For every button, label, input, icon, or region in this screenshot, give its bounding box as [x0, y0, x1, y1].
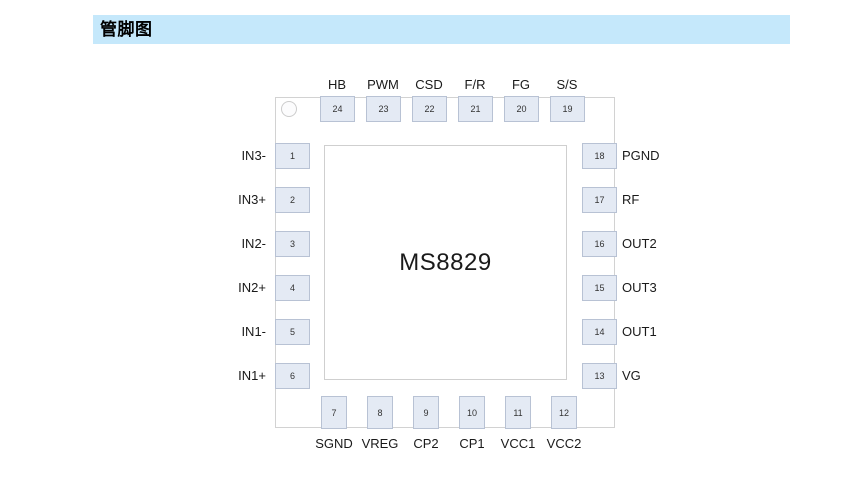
- die-rectangle: [324, 145, 567, 380]
- pad-9[interactable]: 9: [413, 396, 439, 429]
- pad-11[interactable]: 11: [505, 396, 531, 429]
- pin-label-cp2: CP2: [413, 436, 439, 451]
- pad-5[interactable]: 5: [275, 319, 310, 345]
- pad-24[interactable]: 24: [320, 96, 355, 122]
- pad-4[interactable]: 4: [275, 275, 310, 301]
- pad-14[interactable]: 14: [582, 319, 617, 345]
- pin-label-pgnd: PGND: [622, 148, 660, 163]
- chip-part-number: MS8829: [399, 248, 492, 276]
- pad-18[interactable]: 18: [582, 143, 617, 169]
- pin-label-csd: CSD: [415, 77, 443, 92]
- pin-label-ss: S/S: [556, 77, 578, 92]
- pin-label-fg: FG: [511, 77, 531, 92]
- pin1-marker-icon: [281, 101, 297, 117]
- pad-19[interactable]: 19: [550, 96, 585, 122]
- pin-label-in3-pos: IN3+: [238, 192, 266, 207]
- pin-label-sgnd: SGND: [315, 436, 353, 451]
- pad-1[interactable]: 1: [275, 143, 310, 169]
- pin-label-in2-neg: IN2-: [241, 236, 266, 251]
- pin-label-fr: F/R: [464, 77, 486, 92]
- pad-10[interactable]: 10: [459, 396, 485, 429]
- page-title: 管脚图: [100, 20, 153, 39]
- pad-21[interactable]: 21: [458, 96, 493, 122]
- pin-label-in1-pos: IN1+: [238, 368, 266, 383]
- pad-23[interactable]: 23: [366, 96, 401, 122]
- pin-label-vreg: VREG: [361, 436, 399, 451]
- pad-3[interactable]: 3: [275, 231, 310, 257]
- pad-17[interactable]: 17: [582, 187, 617, 213]
- pad-22[interactable]: 22: [412, 96, 447, 122]
- pad-7[interactable]: 7: [321, 396, 347, 429]
- pin-label-hb: HB: [327, 77, 347, 92]
- pad-8[interactable]: 8: [367, 396, 393, 429]
- pad-13[interactable]: 13: [582, 363, 617, 389]
- pin-label-out3: OUT3: [622, 280, 657, 295]
- pin-label-out1: OUT1: [622, 324, 657, 339]
- pad-2[interactable]: 2: [275, 187, 310, 213]
- pad-20[interactable]: 20: [504, 96, 539, 122]
- pin-label-in1-neg: IN1-: [241, 324, 266, 339]
- pin-label-cp1: CP1: [459, 436, 485, 451]
- pin-label-pwm: PWM: [367, 77, 399, 92]
- pin-label-in2-pos: IN2+: [238, 280, 266, 295]
- pin-label-vcc2: VCC2: [546, 436, 582, 451]
- pin-label-in3-neg: IN3-: [241, 148, 266, 163]
- pad-12[interactable]: 12: [551, 396, 577, 429]
- pad-6[interactable]: 6: [275, 363, 310, 389]
- pin-label-rf: RF: [622, 192, 640, 207]
- section-title-banner: [93, 15, 790, 44]
- pad-15[interactable]: 15: [582, 275, 617, 301]
- pin-label-vcc1: VCC1: [500, 436, 536, 451]
- pin-label-vg: VG: [622, 368, 641, 383]
- pad-16[interactable]: 16: [582, 231, 617, 257]
- pin-label-out2: OUT2: [622, 236, 657, 251]
